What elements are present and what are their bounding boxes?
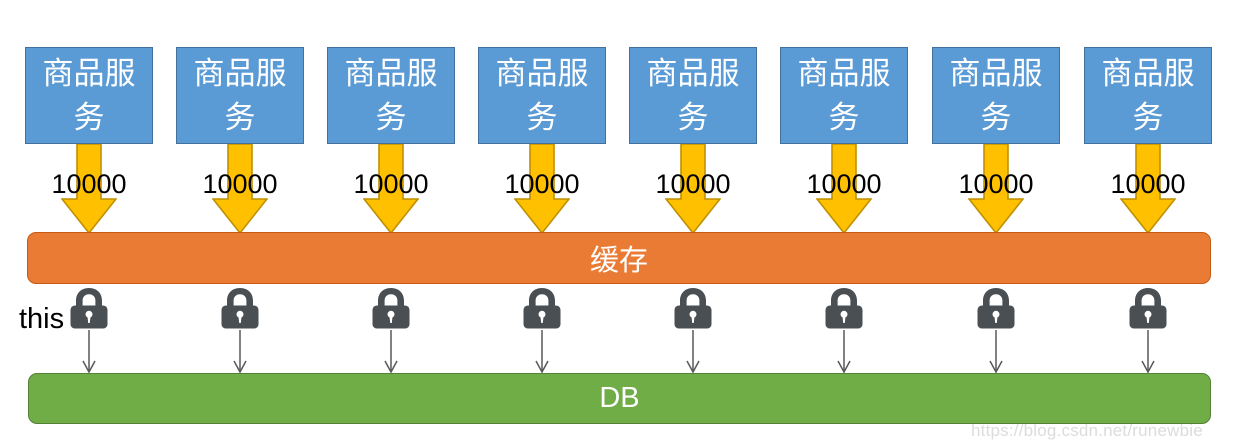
request-arrow-down-icon-8 <box>1120 144 1176 234</box>
service-box-1: 商品服务 <box>25 47 153 144</box>
db-arrow-down-icon-1 <box>79 330 99 374</box>
request-arrow-down-icon-2 <box>212 144 268 234</box>
service-box-label: 商品服务 <box>1101 55 1195 135</box>
service-box-label: 商品服务 <box>193 55 287 135</box>
lock-icon-1 <box>66 286 112 330</box>
service-box-label: 商品服务 <box>344 55 438 135</box>
this-annotation-label: this <box>19 303 65 335</box>
lock-icon-5 <box>670 286 716 330</box>
lock-icon-4 <box>519 286 565 330</box>
request-arrow-down-icon-1 <box>61 144 117 234</box>
db-arrow-down-icon-7 <box>986 330 1006 374</box>
request-arrow-down-icon-4 <box>514 144 570 234</box>
request-arrow-down-icon-6 <box>816 144 872 234</box>
service-box-7: 商品服务 <box>932 47 1060 144</box>
service-box-4: 商品服务 <box>478 47 606 144</box>
service-box-8: 商品服务 <box>1084 47 1212 144</box>
lock-icon-2 <box>217 286 263 330</box>
service-box-5: 商品服务 <box>629 47 757 144</box>
request-count-label-8: 10000 <box>1110 169 1186 199</box>
service-box-label: 商品服务 <box>42 55 136 135</box>
request-count-label-4: 10000 <box>504 169 580 199</box>
db-arrow-down-icon-3 <box>381 330 401 374</box>
request-arrow-down-icon-3 <box>363 144 419 234</box>
request-arrow-down-icon-7 <box>968 144 1024 234</box>
request-count-label-3: 10000 <box>353 169 429 199</box>
service-box-label: 商品服务 <box>949 55 1043 135</box>
database-bar: DB <box>28 373 1211 424</box>
db-arrow-down-icon-4 <box>532 330 552 374</box>
database-label: DB <box>599 382 640 414</box>
db-arrow-down-icon-6 <box>834 330 854 374</box>
request-count-label-7: 10000 <box>958 169 1034 199</box>
db-arrow-down-icon-2 <box>230 330 250 374</box>
lock-icon-7 <box>973 286 1019 330</box>
service-box-label: 商品服务 <box>495 55 589 135</box>
request-count-label-1: 10000 <box>51 169 127 199</box>
service-box-3: 商品服务 <box>327 47 455 144</box>
service-box-6: 商品服务 <box>780 47 908 144</box>
service-box-label: 商品服务 <box>646 55 740 135</box>
lock-icon-3 <box>368 286 414 330</box>
service-box-2: 商品服务 <box>176 47 304 144</box>
cache-layer-label: 缓存 <box>589 245 648 277</box>
request-count-label-2: 10000 <box>202 169 278 199</box>
db-arrow-down-icon-5 <box>683 330 703 374</box>
lock-icon-6 <box>821 286 867 330</box>
cache-layer-bar: 缓存 <box>27 232 1211 284</box>
request-count-label-6: 10000 <box>806 169 882 199</box>
request-count-label-5: 10000 <box>655 169 731 199</box>
db-arrow-down-icon-8 <box>1138 330 1158 374</box>
watermark-text: https://blog.csdn.net/runewbie <box>971 421 1203 440</box>
service-box-label: 商品服务 <box>797 55 891 135</box>
request-arrow-down-icon-5 <box>665 144 721 234</box>
lock-icon-8 <box>1125 286 1171 330</box>
